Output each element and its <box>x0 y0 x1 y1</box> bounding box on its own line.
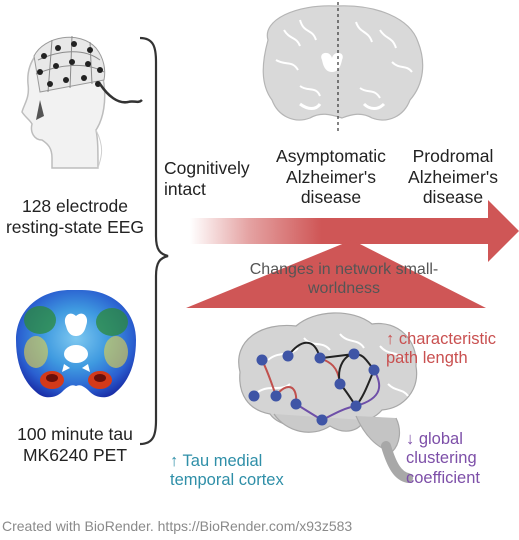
credit-text: Created with BioRender. https://BioRende… <box>2 518 353 534</box>
path-length-label: ↑ characteristic path length <box>386 330 497 368</box>
pet-label: 100 minute tau MK6240 PET <box>17 424 133 465</box>
stage-asymptomatic: Asymptomatic Alzheimer's disease <box>276 146 386 208</box>
brain-network-illustration <box>238 312 418 483</box>
stage-prodromal: Prodromal Alzheimer's disease <box>408 146 498 208</box>
stage-cognitively-intact: Cognitively intact <box>164 158 250 199</box>
pet-scan-illustration <box>16 290 136 398</box>
clustering-label: ↓ global clustering coefficient <box>406 430 480 487</box>
brain-section-illustration <box>262 2 424 132</box>
eeg-label: 128 electrode resting-state EEG <box>5 196 145 237</box>
grouping-brace <box>139 36 169 446</box>
small-worldness-triangle <box>186 240 486 308</box>
progression-arrow <box>190 200 519 262</box>
eeg-head-illustration <box>21 35 143 169</box>
changes-label: Changes in network small-worldness <box>249 261 439 297</box>
tau-label: ↑ Tau medial temporal cortex <box>170 452 284 490</box>
